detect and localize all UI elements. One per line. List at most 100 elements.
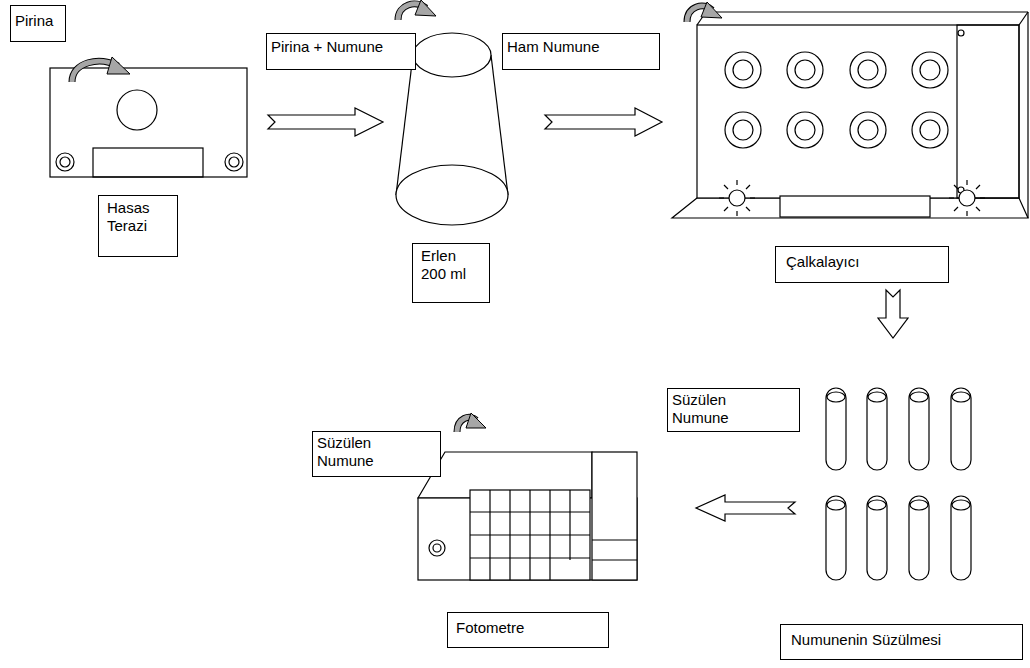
curved-arrow <box>415 0 436 16</box>
test-tubes <box>826 388 971 580</box>
sun-symbol <box>729 190 745 206</box>
device-caption: Hasas Terazi <box>98 195 178 257</box>
photometer <box>418 452 637 580</box>
shaker <box>850 52 886 88</box>
precision-balance <box>225 153 243 171</box>
test-tubes <box>827 392 845 402</box>
shaker <box>1019 12 1028 25</box>
photometer <box>592 559 637 560</box>
erlenmeyer-flask <box>396 165 508 225</box>
shaker <box>958 30 964 36</box>
test-tubes <box>951 496 971 580</box>
photometer <box>433 544 441 552</box>
shaker <box>706 11 1028 12</box>
box-text: Pirina + Numune <box>271 38 385 56</box>
box-text: Erlen 200 ml <box>421 247 481 283</box>
shaker <box>850 112 886 148</box>
shaker <box>725 112 761 148</box>
shaker <box>672 12 1028 218</box>
precision-balance <box>229 157 239 167</box>
test-tubes <box>909 388 929 470</box>
device-caption: Fotometre <box>447 612 609 648</box>
erlenmeyer-flask <box>396 55 413 195</box>
shaker <box>795 60 815 80</box>
box-text: Pirina <box>15 12 55 30</box>
test-tubes <box>867 388 887 470</box>
box-text: Süzülen Numune <box>317 434 392 470</box>
flow-arrow <box>696 495 795 521</box>
test-tubes <box>867 496 887 580</box>
curved-arrow <box>107 57 130 74</box>
shaker <box>920 120 940 140</box>
shaker <box>733 120 753 140</box>
shaker <box>795 120 815 140</box>
material-label: Pirina <box>10 5 66 42</box>
test-tubes <box>952 392 970 402</box>
flow-arrow <box>878 290 908 338</box>
flow-arrow <box>268 108 383 136</box>
device-caption: Çalkalayıcı <box>775 246 949 283</box>
test-tubes <box>951 388 971 470</box>
test-tubes <box>910 500 928 510</box>
box-text: Çalkalayıcı <box>786 253 861 271</box>
shaker <box>912 52 948 88</box>
curved-arrow <box>701 2 722 18</box>
shaker <box>957 25 1019 198</box>
device-caption: Erlen 200 ml <box>412 243 490 303</box>
erlenmeyer-flask <box>491 55 508 195</box>
precision-balance <box>56 153 74 171</box>
test-tubes <box>910 392 928 402</box>
material-label: Pirina + Numune <box>266 33 416 70</box>
step-caption: Numunenin Süzülmesi <box>780 624 1023 660</box>
box-text: Süzülen Numune <box>672 391 747 427</box>
flow-arrow <box>268 108 908 521</box>
shaker <box>920 60 940 80</box>
test-tubes <box>868 392 886 402</box>
shaker <box>1027 12 1028 218</box>
test-tubes <box>827 500 845 510</box>
box-text: Ham Numune <box>507 38 601 56</box>
sun-symbol <box>959 190 975 206</box>
shaker <box>733 60 753 80</box>
precision-balance <box>60 157 70 167</box>
curved-arrow <box>466 413 486 428</box>
shaker <box>787 52 823 88</box>
shaker <box>697 25 1019 198</box>
erlenmeyer-flask <box>413 33 491 77</box>
sun-symbol <box>719 180 755 216</box>
photometer <box>470 490 590 580</box>
flow-arrow <box>545 108 662 136</box>
test-tubes <box>868 500 886 510</box>
precision-balance <box>93 148 203 177</box>
sun-symbol <box>949 180 985 216</box>
test-tubes <box>909 496 929 580</box>
precision-balance <box>50 68 247 177</box>
photometer <box>592 539 637 540</box>
photometer <box>592 452 637 580</box>
shaker <box>780 196 930 217</box>
box-text: Hasas Terazi <box>107 199 167 235</box>
sample-label: Süzülen Numune <box>312 431 441 477</box>
test-tubes <box>826 496 846 580</box>
box-text: Fotometre <box>456 619 526 637</box>
sun-symbol <box>719 180 755 216</box>
curved-arrow <box>72 0 722 432</box>
photometer <box>429 540 445 556</box>
precision-balance <box>117 90 157 130</box>
photometer <box>470 490 590 580</box>
shaker <box>725 52 761 88</box>
shaker <box>787 112 823 148</box>
shaker <box>912 112 948 148</box>
shaker <box>858 60 878 80</box>
sample-label: Süzülen Numune <box>667 388 800 432</box>
material-label: Ham Numune <box>502 33 660 70</box>
precision-balance <box>50 68 247 177</box>
test-tubes <box>952 500 970 510</box>
sun-symbol <box>949 180 985 216</box>
test-tubes <box>826 388 846 470</box>
shaker <box>858 120 878 140</box>
box-text: Numunenin Süzülmesi <box>791 631 943 649</box>
